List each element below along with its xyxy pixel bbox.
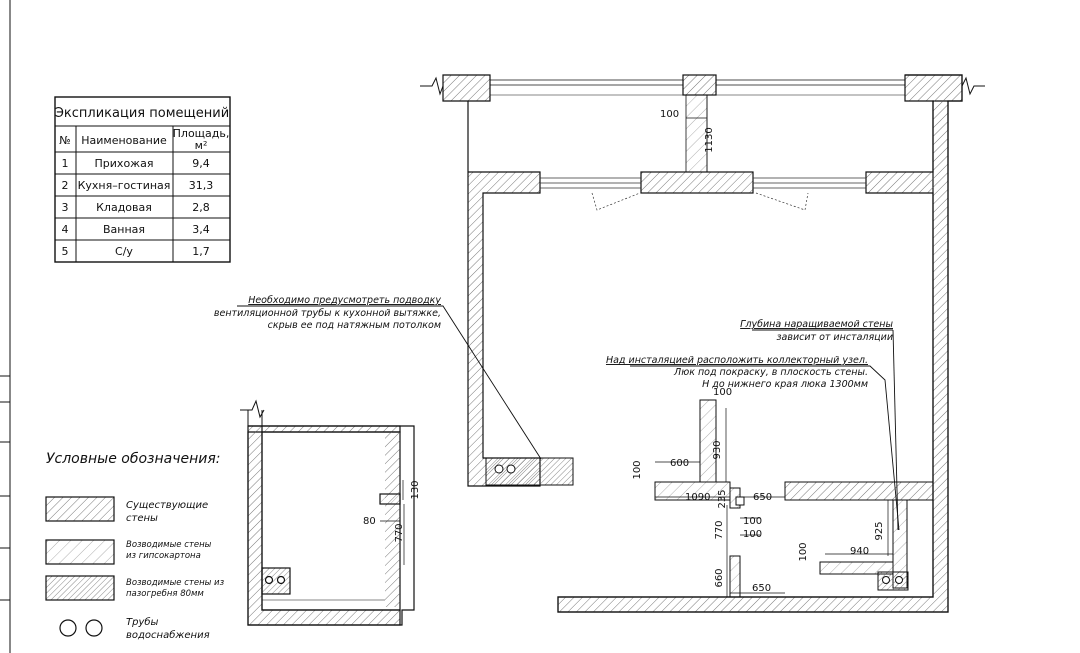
row-4-num: 4 — [62, 223, 69, 236]
existing-walls-main — [420, 74, 985, 613]
dim-235: 235 — [717, 489, 728, 508]
row-1-name: Прихожая — [95, 157, 154, 170]
row-1-num: 1 — [62, 157, 69, 170]
legend: Условные обозначения: Существующие стены… — [45, 451, 225, 641]
legend-swatch-gkl — [45, 539, 115, 565]
dim-130: 130 — [410, 480, 421, 499]
legend-swatch-pgp — [45, 575, 115, 601]
dim-940: 940 — [850, 546, 869, 557]
dimension-labels: 100 1130 130 80 770 100 930 600 100 1090… — [363, 109, 885, 594]
row-2-num: 2 — [62, 179, 69, 192]
dim-650-bottom: 650 — [752, 583, 771, 594]
window-glazing — [540, 177, 866, 211]
note-ventilation-1: Необходимо предусмотреть подводку — [248, 295, 441, 306]
note-ventilation-2: вентиляционной трубы к кухонной вытяжке, — [214, 308, 441, 319]
sheet-frame — [0, 0, 11, 653]
legend-existing-2: стены — [126, 513, 158, 524]
dim-770-right: 770 — [714, 520, 725, 539]
row-3-num: 3 — [62, 201, 69, 214]
dim-930: 930 — [712, 440, 723, 459]
note-collector-2: Люк под покраску, в плоскость стены. — [673, 367, 868, 378]
dim-650-top: 650 — [753, 492, 772, 503]
legend-pipe-circle-2 — [85, 619, 103, 637]
legend-existing-1: Существующие — [126, 500, 208, 511]
legend-pgp-2: пазогребня 80мм — [126, 589, 204, 599]
dim-1090: 1090 — [685, 492, 710, 503]
row-1-area: 9,4 — [192, 157, 210, 170]
existing-walls-hall — [240, 399, 415, 626]
row-3-name: Кладовая — [96, 201, 152, 214]
dim-100-b: 100 — [632, 460, 643, 479]
note-wall-depth-2: зависит от инсталяции — [776, 332, 893, 343]
header-area-unit: м² — [195, 139, 208, 152]
header-num: № — [59, 134, 70, 147]
row-4-area: 3,4 — [192, 223, 210, 236]
row-2-area: 31,3 — [189, 179, 214, 192]
row-5-name: С/у — [115, 245, 133, 258]
note-collector-3: Н до нижнего края люка 1300мм — [702, 379, 868, 390]
legend-gkl-2: из гипсокартона — [126, 551, 201, 561]
legend-gkl-1: Возводимые стены — [126, 540, 212, 550]
dim-100-c: 100 — [743, 516, 762, 527]
row-5-area: 1,7 — [192, 245, 210, 258]
dim-80: 80 — [363, 516, 376, 527]
dim-770-left: 770 — [394, 523, 405, 542]
row-3-area: 2,8 — [192, 201, 210, 214]
dim-100-d: 100 — [743, 529, 762, 540]
legend-title: Условные обозначения: — [46, 451, 220, 467]
note-ventilation-3: скрыв ее под натяжным потолком — [268, 320, 441, 331]
dimension-lines — [380, 95, 893, 597]
header-name: Наименование — [81, 134, 167, 147]
legend-pipes-1: Трубы — [126, 616, 159, 628]
note-wall-depth-1: Глубина наращиваемой стены — [740, 319, 893, 330]
note-collector-1: Над инсталяцией расположить коллекторный… — [606, 355, 868, 366]
row-4-name: Ванная — [103, 223, 145, 236]
note-leaders — [237, 305, 900, 531]
notes: Необходимо предусмотреть подводку вентил… — [214, 295, 894, 390]
legend-pgp-1: Возводимые стены из — [126, 578, 225, 588]
dim-1130: 1130 — [704, 127, 715, 152]
dim-100-e: 100 — [798, 542, 809, 561]
explication-table: Экспликация помещений № Наименование Пло… — [54, 96, 231, 263]
dim-100-top: 100 — [660, 109, 679, 120]
dim-660: 660 — [714, 568, 725, 587]
row-2-name: Кухня–гостиная — [78, 179, 171, 192]
row-5-num: 5 — [62, 245, 69, 258]
header-area: Площадь, — [173, 127, 230, 140]
legend-pipe-circle-1 — [59, 619, 77, 637]
legend-swatch-existing — [45, 496, 115, 522]
explication-title: Экспликация помещений — [55, 106, 229, 121]
dim-100-a: 100 — [713, 387, 732, 398]
legend-pipes-2: водоснабжения — [126, 629, 210, 641]
kitchen-block — [485, 457, 574, 486]
dim-600: 600 — [670, 458, 689, 469]
dim-925: 925 — [874, 521, 885, 540]
